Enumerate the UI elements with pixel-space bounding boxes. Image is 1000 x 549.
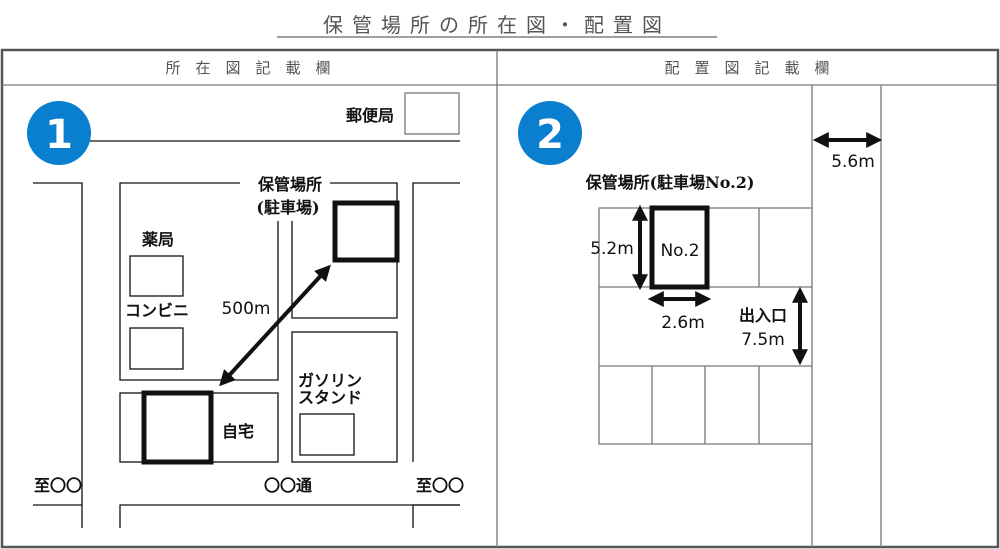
road-width-label: 5.6m [831, 152, 875, 172]
post-office-box [404, 92, 460, 135]
entrance-label: 出入口 [739, 306, 787, 325]
gas-station-label-2: スタンド [298, 388, 362, 407]
home-marker [141, 390, 214, 465]
space-width-label: 2.6m [661, 313, 705, 333]
home-label: 自宅 [222, 422, 254, 441]
direction-left-label: 至〇〇 [34, 476, 82, 495]
layout-panel-header: 配 置 図 記 載 欄 [664, 59, 829, 77]
convenience-box [129, 327, 184, 370]
distance-label: 500m [221, 299, 270, 319]
storage-label: 保管場所(駐車場No.2) [585, 173, 755, 192]
block-right [412, 182, 460, 462]
badge-2 [518, 101, 582, 165]
pharmacy-box [129, 255, 184, 297]
block-right-lower [412, 504, 460, 528]
form-title: 保管場所の所在図・配置図 [323, 13, 671, 37]
post-office-label: 郵便局 [346, 106, 394, 125]
block-bottom [119, 504, 460, 528]
entrance-width-label: 7.5m [741, 330, 785, 350]
storage-label-2: (駐車場) [256, 198, 319, 217]
distance-arrow [219, 264, 331, 387]
street-label: 〇〇通 [264, 476, 312, 495]
layout-map-panel: 配 置 図 記 載 欄 2 5.6m 保管場所(駐車場No.2) No.2 5.… [518, 59, 883, 547]
gas-station-box [299, 413, 355, 456]
gas-station-block [291, 331, 398, 463]
form-frame [0, 48, 1000, 549]
badge-1-number: 1 [45, 112, 73, 158]
space-label: No.2 [660, 241, 699, 261]
block-left [33, 182, 83, 528]
convenience-label: コンビニ [125, 301, 189, 320]
badge-1 [27, 101, 91, 165]
direction-right-label: 至〇〇 [416, 476, 464, 495]
parking-location-marker [332, 200, 400, 263]
location-map-panel: 所 在 図 記 載 欄 1 郵便局 保管場所 (駐車場) 薬局 コンビニ 500… [27, 59, 464, 528]
badge-2-number: 2 [536, 112, 564, 158]
storage-label-1: 保管場所 [257, 175, 322, 194]
pharmacy-label: 薬局 [141, 230, 174, 249]
parking-space-no2 [649, 205, 710, 290]
gas-station-label-1: ガソリン [298, 371, 362, 390]
location-panel-header: 所 在 図 記 載 欄 [165, 59, 330, 77]
space-length-label: 5.2m [590, 239, 634, 259]
